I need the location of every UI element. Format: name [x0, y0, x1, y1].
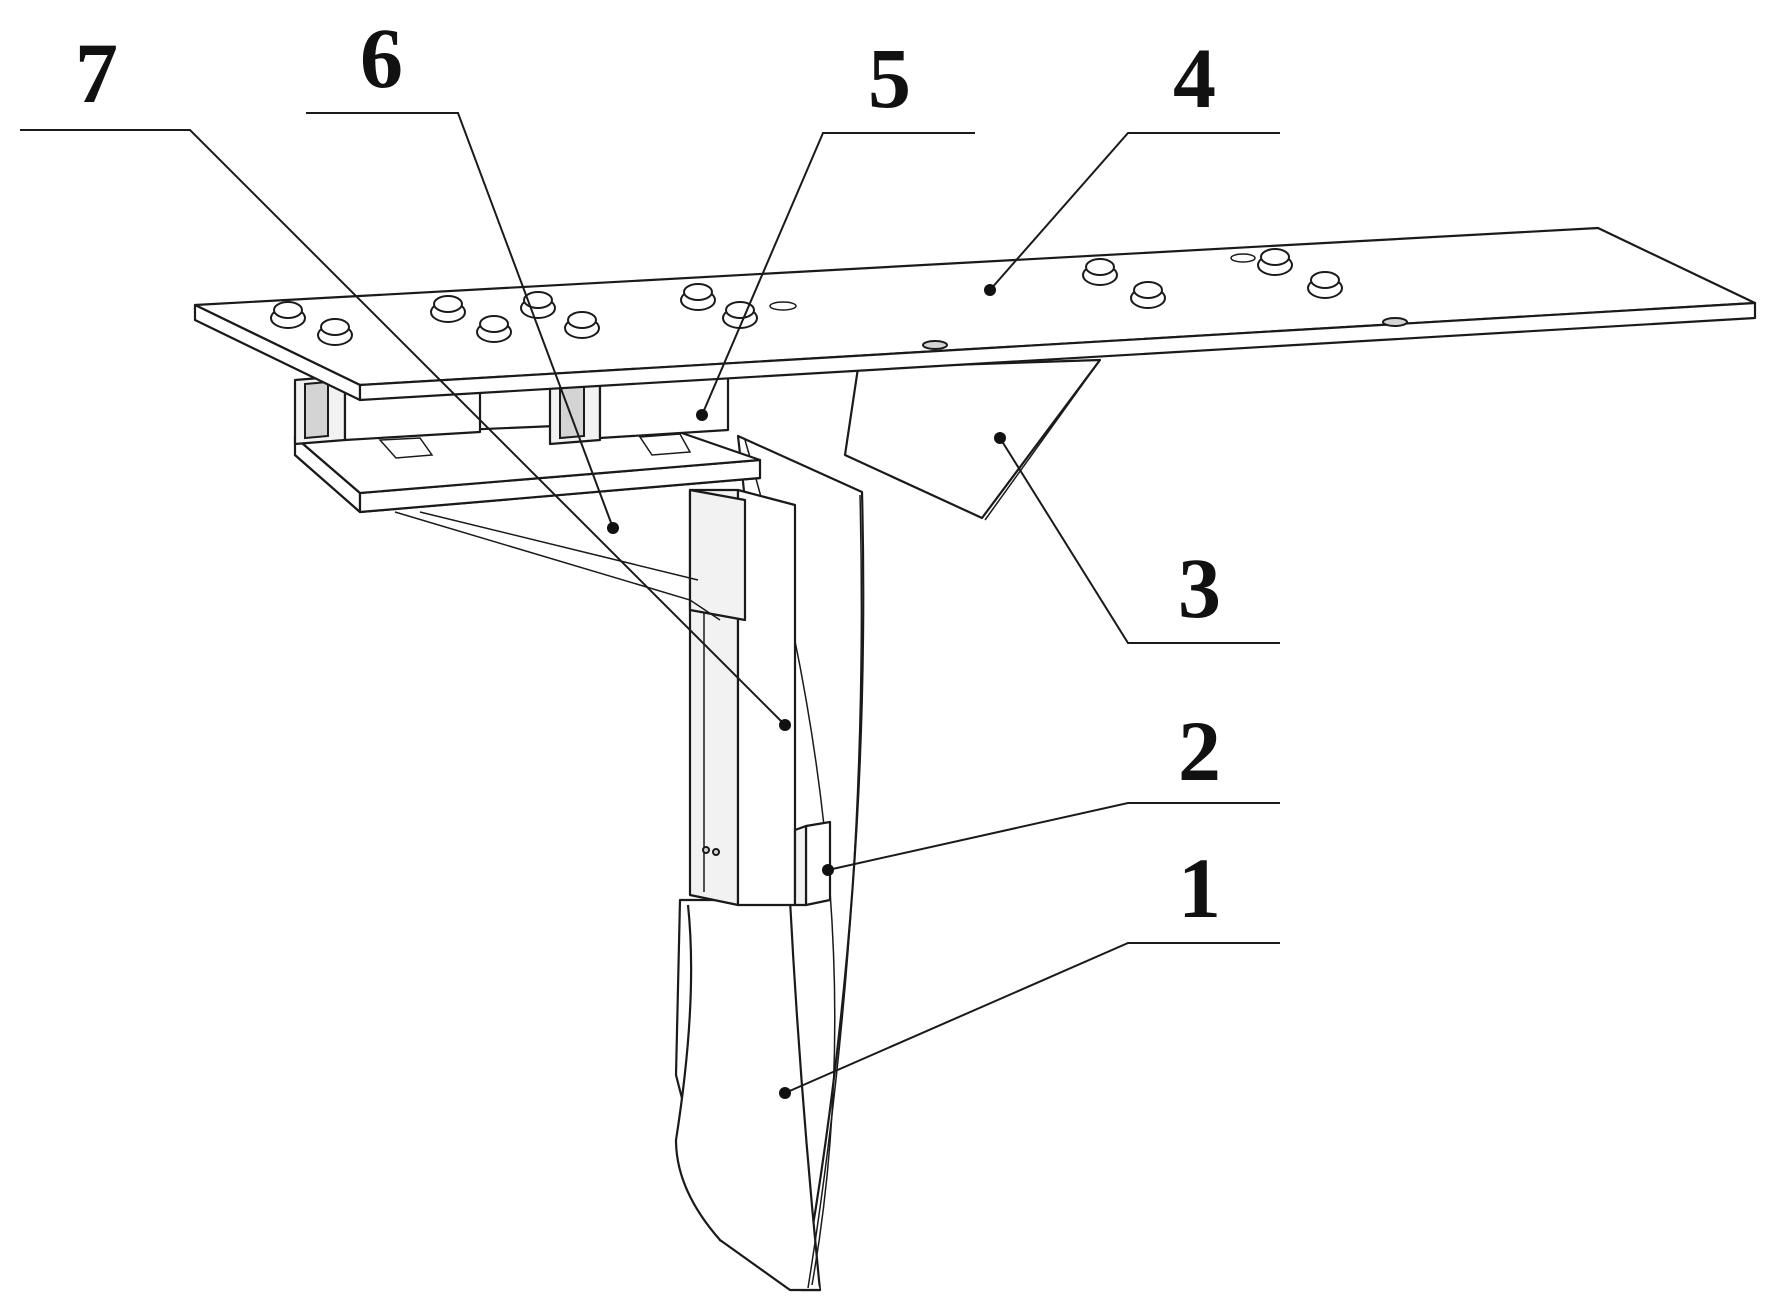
leader-dots: [607, 284, 1006, 1099]
label-part-5: 5: [868, 30, 911, 126]
part-3-angled-fin: [843, 358, 1102, 521]
label-part-7: 7: [75, 25, 118, 121]
lower-mounting-plate: [293, 420, 762, 621]
label-part-6: 6: [360, 10, 403, 106]
part-7-vertical-holder: [688, 488, 797, 907]
bolt-heads: [270, 248, 1408, 350]
label-part-1: 1: [1178, 840, 1221, 936]
label-part-4: 4: [1173, 30, 1216, 126]
part-2-clamp-block: [793, 820, 832, 907]
part-labels: 7 6 5 4 3 2 1: [75, 10, 1221, 936]
leader-lines: [20, 112, 1280, 1094]
part-4-top-plate: [193, 226, 1757, 402]
label-part-3: 3: [1178, 540, 1221, 636]
label-part-2: 2: [1178, 703, 1221, 799]
